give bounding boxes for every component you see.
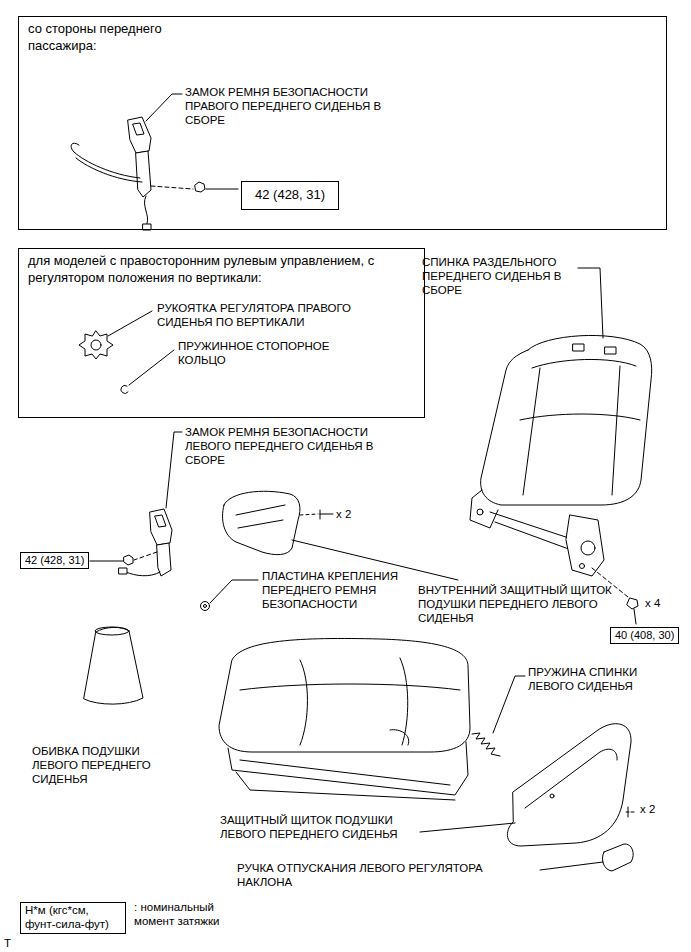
quantity: x 2	[336, 508, 351, 522]
part-label: ПЛАСТИНА КРЕПЛЕНИЯ ПЕРЕДНЕГО РЕМНЯ БЕЗОП…	[262, 570, 422, 611]
part-label: ЗАЩИТНЫЙ ЩИТОК ПОДУШКИ ЛЕВОГО ПЕРЕДНЕГО …	[220, 814, 420, 842]
inner-shield	[223, 491, 459, 580]
quantity: x 4	[645, 597, 660, 611]
side-shield	[420, 724, 636, 846]
part-label: СПИНКА РАЗДЕЛЬНОГО ПЕРЕДНЕГО СИДЕНЬЯ В С…	[422, 256, 587, 297]
panel-heading: для моделей с правосторонним рулевым упр…	[19, 249, 417, 291]
seatback	[470, 268, 652, 624]
variant-panel: со стороны переднего пассажира: 42 (428, …	[18, 16, 667, 230]
figure-code: T	[4, 937, 11, 951]
torque-box: 42 (428, 31)	[241, 181, 339, 210]
release-handle	[540, 844, 633, 871]
part-label: ЗАМОК РЕМНЯ БЕЗОПАСНОСТИ ЛЕВОГО ПЕРЕДНЕГ…	[185, 426, 390, 467]
torque-value: 42 (428, 31)	[246, 183, 334, 208]
quantity: x 2	[640, 803, 655, 817]
seat-cushion	[219, 638, 470, 800]
part-label: ПРУЖИНА СПИНКИ ЛЕВОГО СИДЕНЬЯ	[528, 666, 668, 694]
part-label: ОБИВКА ПОДУШКИ ЛЕВОГО ПЕРЕДНЕГО СИДЕНЬЯ	[32, 745, 177, 786]
legend-note: : номинальный момент затяжки	[134, 901, 244, 929]
part-label: ВНУТРЕННИЙ ЗАЩИТНЫЙ ЩИТОК ПОДУШКИ ПЕРЕДН…	[418, 584, 618, 625]
panel-heading: со стороны переднего пассажира:	[19, 17, 217, 59]
part-label: ПРУЖИННОЕ СТОПОРНОЕ КОЛЬЦО	[178, 340, 338, 368]
part-label: РУКОЯТКА РЕГУЛЯТОРА ПРАВОГО СИДЕНЬЯ ПО В…	[157, 302, 377, 330]
spring	[472, 676, 525, 756]
variant-panel: для моделей с правосторонним рулевым упр…	[18, 248, 425, 418]
plate	[201, 580, 259, 611]
torque-value: 40 (408, 30)	[615, 629, 674, 641]
torque-value: 42 (428, 31)	[25, 554, 84, 566]
part-label: ЗАМОК РЕМНЯ БЕЗОПАСНОСТИ ПРАВОГО ПЕРЕДНЕ…	[185, 86, 385, 127]
torque-value: Н*м (кгс*см, фунт-сила-фут)	[25, 904, 121, 932]
torque-box: 40 (408, 30)	[610, 627, 679, 644]
torque-box: 42 (428, 31)	[20, 552, 89, 569]
left-buckle	[90, 432, 182, 576]
part-label: РУЧКА ОТПУСКАНИЯ ЛЕВОГО РЕГУЛЯТОРА НАКЛО…	[237, 862, 537, 890]
cushion-pad	[84, 627, 143, 704]
legend-box: Н*м (кгс*см, фунт-сила-фут)	[20, 902, 126, 934]
